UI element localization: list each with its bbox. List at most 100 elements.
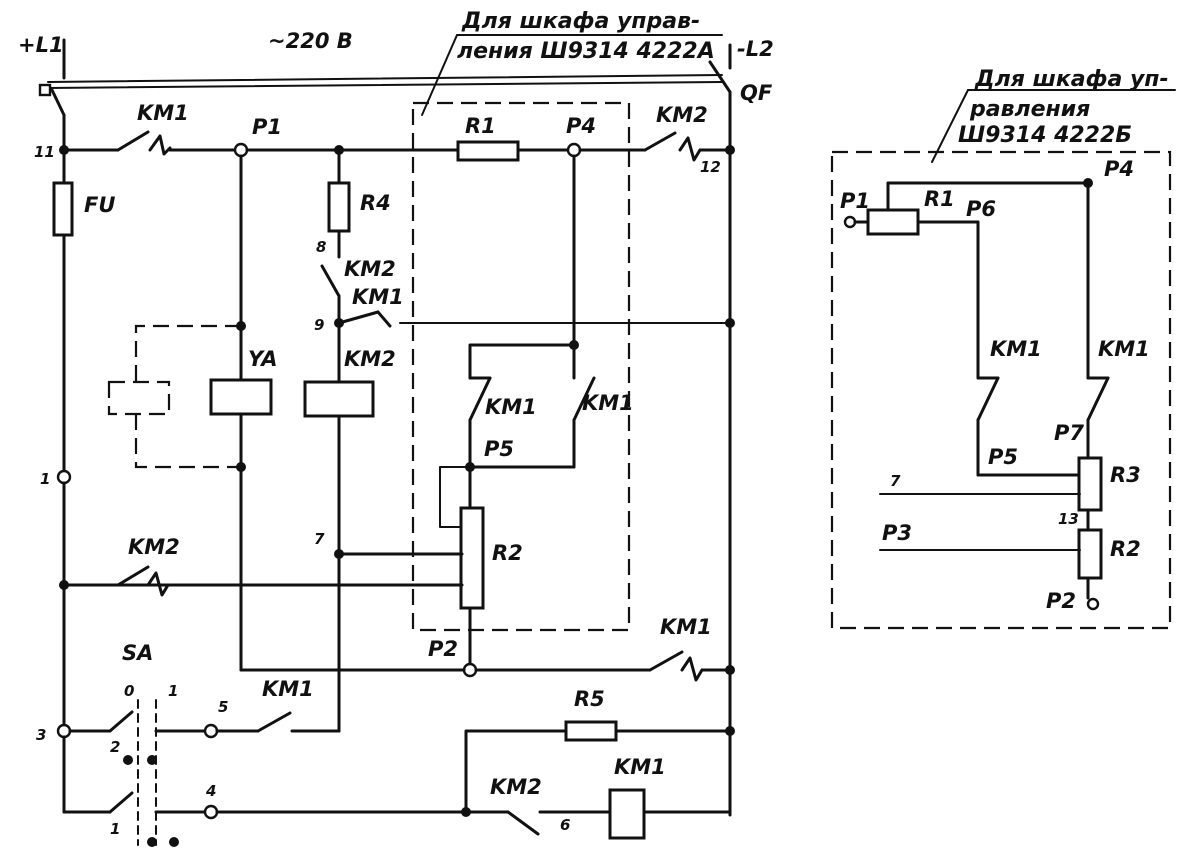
node-p2 — [462, 662, 478, 678]
contact-km1-mid — [337, 310, 380, 325]
label-km1-coil: KM1 — [614, 755, 666, 779]
node-label-5: 5 — [218, 698, 228, 716]
supply-bus — [38, 38, 732, 817]
label-r1: R1 — [465, 114, 496, 138]
label-sa-pos1: 1 — [168, 682, 178, 700]
node-label-12: 12 — [700, 158, 721, 176]
coil-km2 — [303, 380, 375, 418]
contact-km1-low — [648, 650, 684, 672]
cabinet-a-title-1: Для шкафа управ- — [461, 9, 700, 34]
cabinet-b-title-2: равления — [969, 97, 1090, 122]
label-p4: P4 — [566, 114, 596, 138]
node-p4 — [566, 142, 582, 158]
contact-km2-top — [643, 131, 677, 152]
labels: +L1 -L2 ~220 В QF Для шкафа управ- ления… — [18, 9, 1169, 838]
label-km2-mid: KM2 — [344, 257, 396, 281]
resistor-r2 — [459, 506, 485, 610]
label-p3: P3 — [882, 521, 912, 545]
label-km2-coil: KM2 — [344, 347, 396, 371]
label-r2-b: R2 — [1110, 537, 1141, 561]
node-label-1: 1 — [40, 470, 50, 488]
resistor-r3 — [1077, 456, 1103, 512]
resistor-r1 — [456, 140, 520, 162]
node-label-4: 4 — [205, 782, 216, 800]
terminal-5 — [203, 723, 219, 739]
label-km1-low: KM1 — [660, 615, 712, 639]
label-p1-b: P1 — [840, 189, 870, 213]
label-sa-pos0: 0 — [124, 682, 134, 700]
label-p7: P7 — [1054, 421, 1084, 445]
label-km1-mid: KM1 — [352, 285, 404, 309]
label-km1-cab-left: KM1 — [485, 395, 537, 419]
label-p1: P1 — [252, 115, 282, 139]
cabinet-a — [62, 34, 723, 678]
cabinet-b-title-1: Для шкафа уп- — [974, 67, 1169, 92]
label-km2-top: KM2 — [656, 103, 708, 127]
label-km1-b-right: KM1 — [1098, 337, 1150, 361]
label-km1-b-left: KM1 — [990, 337, 1042, 361]
resistor-r4 — [327, 181, 351, 233]
contact-km1-sa — [256, 711, 292, 733]
label-sa: SA — [122, 641, 153, 665]
label-fu: FU — [84, 193, 115, 217]
label-voltage: ~220 В — [268, 29, 353, 53]
label-p2-b: P2 — [1046, 589, 1076, 613]
label-km1-cab-right: KM1 — [582, 391, 634, 415]
label-r2: R2 — [492, 541, 523, 565]
cabinet-b — [830, 89, 1176, 630]
breaker-qf-left — [38, 83, 52, 97]
node-label-13: 13 — [1058, 510, 1079, 528]
contact-km1-top — [116, 130, 150, 152]
fuse-fu — [52, 181, 74, 237]
label-l2: -L2 — [737, 37, 774, 61]
label-p2: P2 — [428, 637, 458, 661]
contact-km2-coil — [506, 810, 540, 836]
km2-left-row — [59, 565, 170, 597]
node-p1 — [233, 142, 249, 158]
sa-switch — [62, 699, 510, 847]
label-km2-left: KM2 — [128, 535, 180, 559]
p2-row — [239, 650, 735, 682]
km1-coil-branch — [461, 720, 735, 840]
node-label-7b: 7 — [890, 472, 901, 490]
label-r3: R3 — [1110, 463, 1141, 487]
node-p2-b — [1086, 597, 1100, 611]
label-km2-coil-contact: KM2 — [490, 775, 542, 799]
node-label-2: 2 — [110, 738, 120, 756]
resistor-r2-b — [1077, 528, 1103, 580]
node-label-3: 3 — [36, 726, 46, 744]
node-label-8: 8 — [316, 238, 326, 256]
label-p5: P5 — [484, 437, 514, 461]
label-r4: R4 — [360, 191, 391, 215]
node-label-9: 9 — [314, 316, 324, 334]
node-label-6: 6 — [560, 816, 570, 834]
label-l1: +L1 — [18, 33, 64, 57]
label-r5: R5 — [574, 687, 605, 711]
coil-ya — [209, 378, 273, 416]
label-p4-b: P4 — [1104, 157, 1134, 181]
label-p5-b: P5 — [988, 445, 1018, 469]
label-qf: QF — [740, 81, 773, 105]
cabinet-a-title-2: ления Ш9314 4222А — [457, 39, 715, 64]
top-row — [59, 130, 735, 162]
coil-dashed — [107, 380, 171, 416]
label-p6: P6 — [966, 197, 996, 221]
terminal-4 — [203, 804, 219, 820]
label-km1-sa: KM1 — [262, 677, 314, 701]
contact-km2-left — [116, 565, 150, 587]
coil-branches — [107, 148, 735, 733]
terminal-1 — [56, 469, 72, 485]
label-r1-b: R1 — [924, 187, 955, 211]
resistor-r1-b — [866, 208, 920, 236]
left-rail — [52, 148, 74, 814]
node-label-11: 11 — [34, 143, 55, 161]
label-km1-top: KM1 — [137, 101, 189, 125]
coil-km1 — [608, 788, 646, 840]
label-ya: YA — [248, 347, 277, 371]
node-label-1b: 1 — [110, 820, 120, 838]
terminal-3 — [56, 723, 72, 739]
contact-km2-mid — [320, 264, 341, 298]
resistor-r5 — [564, 720, 618, 742]
node-label-7: 7 — [314, 530, 325, 548]
